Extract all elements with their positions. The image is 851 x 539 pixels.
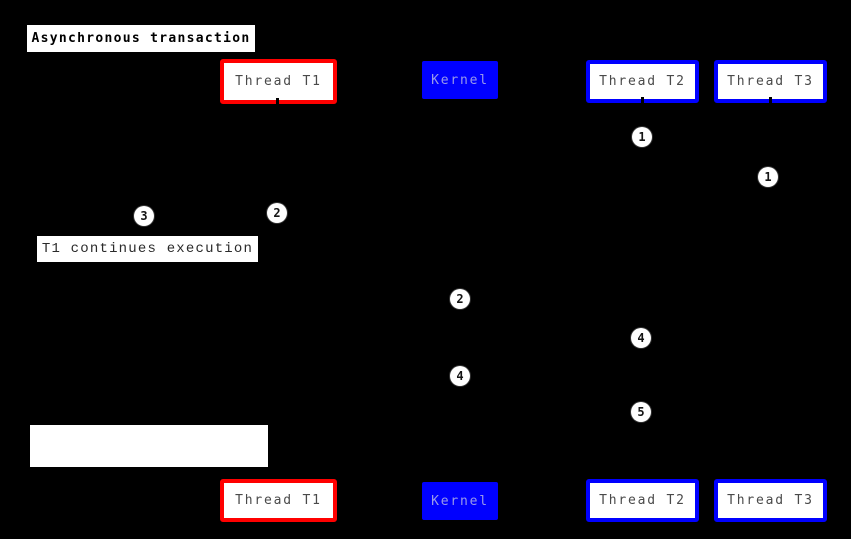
sequence-number-marker: 3 xyxy=(134,206,154,226)
lifeline-stub xyxy=(769,97,772,104)
blank-note-box xyxy=(30,425,268,467)
participant-thread-t1-top: Thread T1 xyxy=(220,59,337,104)
participant-thread-t3-bottom: Thread T3 xyxy=(714,479,827,522)
sequence-number-marker: 2 xyxy=(450,289,470,309)
participant-kernel-bottom: Kernel xyxy=(422,482,498,520)
sequence-number-marker: 1 xyxy=(632,127,652,147)
participant-kernel-top: Kernel xyxy=(422,61,498,99)
sequence-number-marker: 4 xyxy=(631,328,651,348)
note-t1-continues: T1 continues execution xyxy=(37,236,258,262)
sequence-number-marker: 2 xyxy=(267,203,287,223)
sequence-number-marker: 4 xyxy=(450,366,470,386)
diagram-title: Asynchronous transaction xyxy=(27,25,255,52)
lifeline-stub xyxy=(276,98,279,105)
sequence-number-marker: 1 xyxy=(758,167,778,187)
participant-thread-t2-bottom: Thread T2 xyxy=(586,479,699,522)
participant-thread-t1-bottom: Thread T1 xyxy=(220,479,337,522)
lifeline-stub xyxy=(641,97,644,104)
participant-thread-t3-top: Thread T3 xyxy=(714,60,827,103)
sequence-number-marker: 5 xyxy=(631,402,651,422)
